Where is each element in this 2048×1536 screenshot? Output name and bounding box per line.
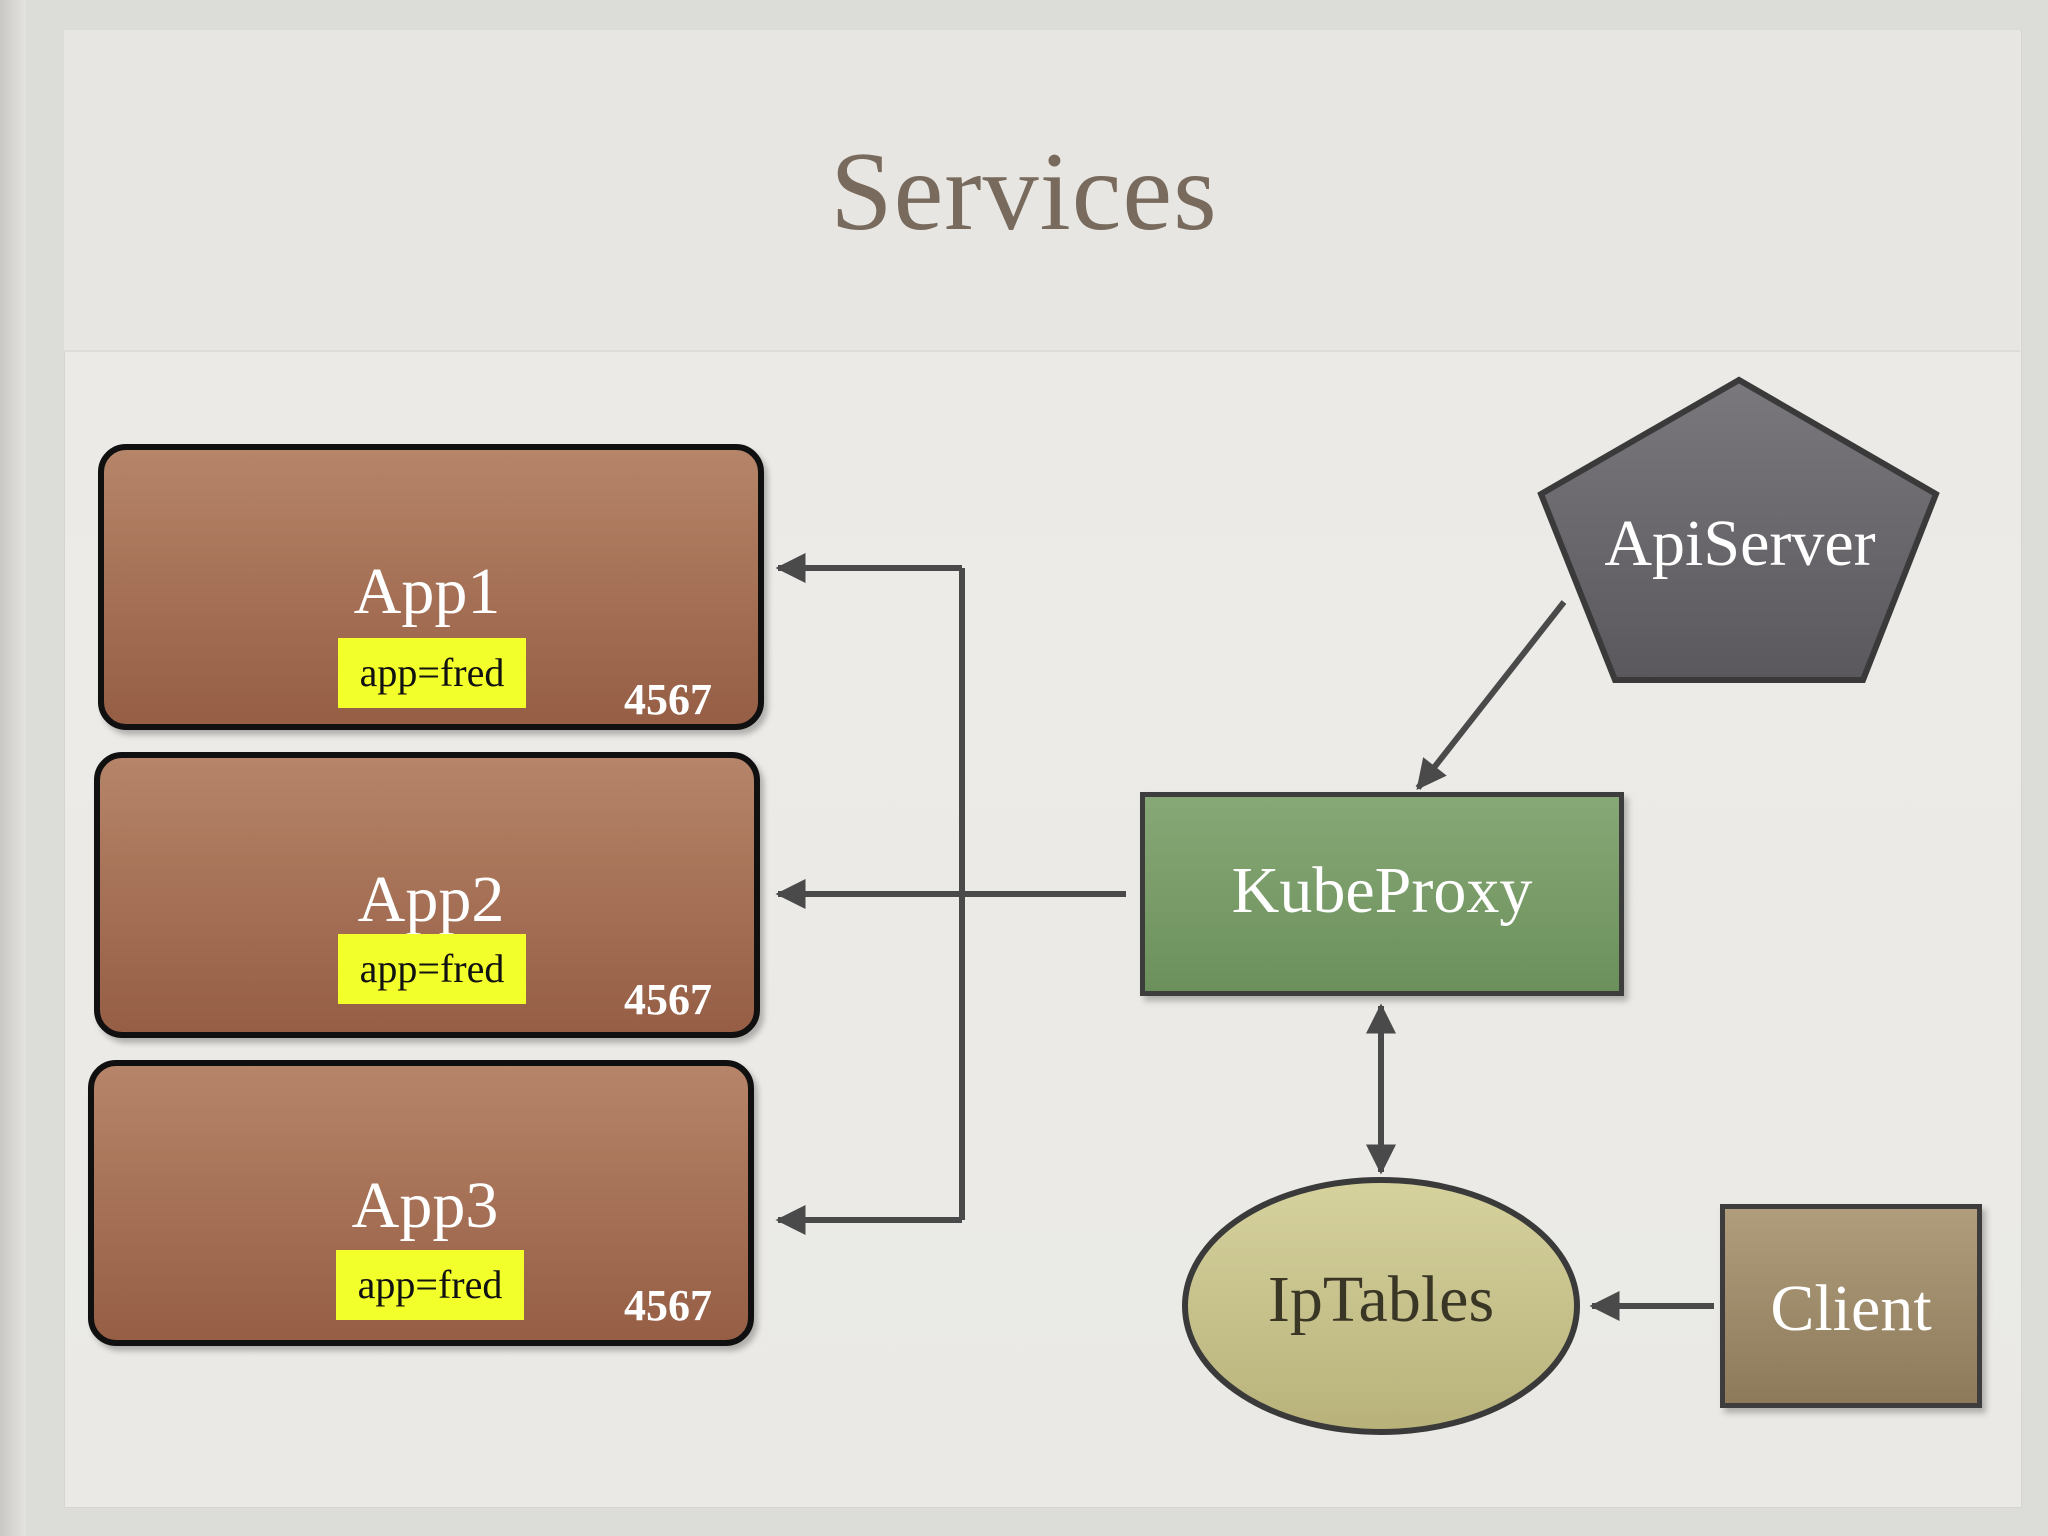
app3-label: app=fred bbox=[336, 1250, 524, 1320]
kubeproxy-label: KubeProxy bbox=[1231, 854, 1533, 927]
apiserver-to-kubeproxy-arrow bbox=[1415, 600, 1567, 790]
apiserver-label: ApiServer bbox=[1604, 507, 1876, 580]
app2-name: App2 bbox=[357, 863, 505, 936]
app3-name: App3 bbox=[351, 1169, 499, 1242]
client-label: Client bbox=[1770, 1272, 1932, 1345]
fanout-connector bbox=[775, 553, 1126, 1235]
apiserver-shape bbox=[1537, 376, 1940, 683]
app2-label: app=fred bbox=[338, 934, 526, 1004]
app1-label: app=fred bbox=[338, 638, 526, 708]
iptables-shape bbox=[1182, 1177, 1580, 1435]
app3-port: 4567 bbox=[624, 1281, 712, 1330]
client-box: Client bbox=[1720, 1204, 1982, 1408]
app2-port: 4567 bbox=[624, 975, 712, 1024]
app1-box: App1 app=fred 4567 bbox=[98, 444, 764, 730]
app2-box: App2 app=fred 4567 bbox=[94, 752, 760, 1038]
title-band bbox=[64, 30, 2020, 352]
slide-title: Services bbox=[830, 130, 1218, 254]
iptables-label: IpTables bbox=[1267, 1263, 1495, 1336]
slide-edge bbox=[0, 0, 26, 1536]
app3-box: App3 app=fred 4567 bbox=[88, 1060, 754, 1346]
kubeproxy-box: KubeProxy bbox=[1140, 792, 1624, 996]
app1-port: 4567 bbox=[624, 675, 712, 724]
app1-name: App1 bbox=[353, 555, 501, 628]
